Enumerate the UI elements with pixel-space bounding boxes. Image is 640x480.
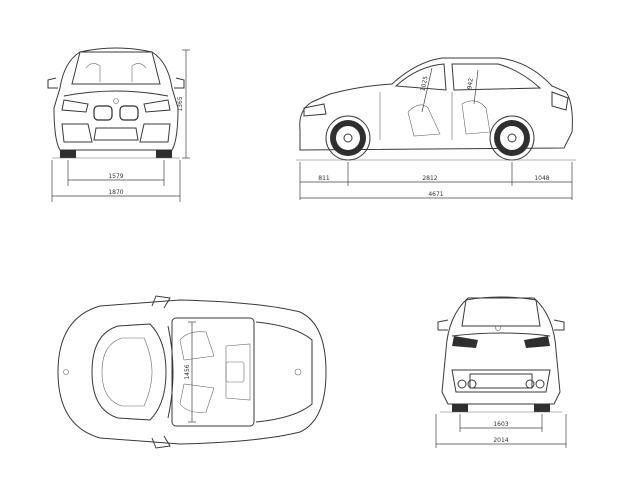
rear-track-label: 1603 <box>493 421 508 428</box>
top-view: 1456 <box>57 295 327 449</box>
rear-badge-icon <box>495 325 501 331</box>
front-grille-right <box>119 105 139 121</box>
front-width-label: 1870 <box>108 189 123 196</box>
front-headroom-label: 1025 <box>420 75 430 92</box>
overall-length-label: 4671 <box>428 191 443 198</box>
front-overhang-label: 811 <box>318 175 330 182</box>
front-grille-left <box>93 105 113 121</box>
front-badge-icon <box>113 98 119 104</box>
front-track-label: 1579 <box>108 173 123 180</box>
rear-view: 1603 2014 <box>435 296 567 448</box>
front-height-label: 1365 <box>177 96 184 111</box>
wheelbase-label: 2812 <box>422 175 437 182</box>
front-view: 1365 1579 1870 <box>47 47 190 202</box>
rear-headroom-label: 942 <box>466 77 475 89</box>
rear-width-label: 2014 <box>493 437 508 444</box>
side-view: 1025 942 811 2812 1048 4671 <box>296 57 576 200</box>
rear-overhang-label: 1048 <box>534 175 549 182</box>
interior-width-label: 1456 <box>184 364 191 379</box>
top-badge-icon <box>63 369 69 375</box>
